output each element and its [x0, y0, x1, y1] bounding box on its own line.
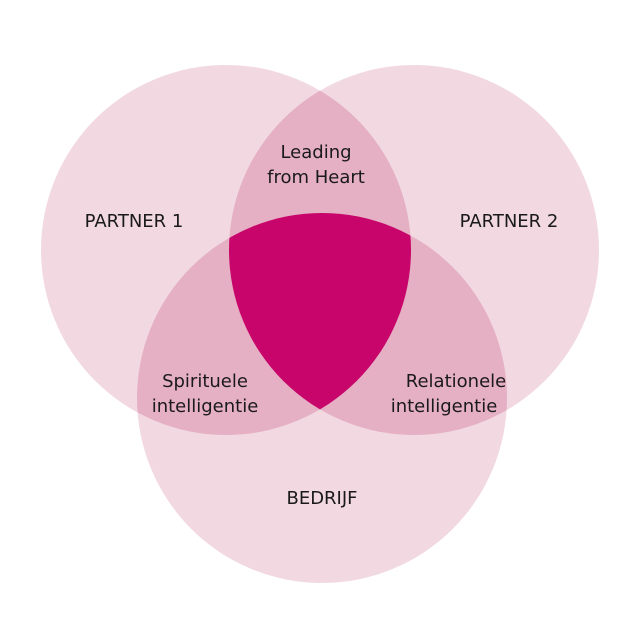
- label-leading-from-heart-line-2: from Heart: [267, 167, 365, 188]
- label-leading-from-heart-line-1: Leading: [280, 142, 351, 163]
- label-partner-2: PARTNER 2: [460, 211, 559, 232]
- label-relationele-line-2: intelligentie: [391, 396, 498, 417]
- label-partner-1: PARTNER 1: [85, 211, 184, 232]
- label-spirituele-line-2: intelligentie: [152, 396, 259, 417]
- label-spirituele-line-1: Spirituele: [162, 371, 248, 392]
- label-relationele-line-1: Relationele: [406, 371, 506, 392]
- label-bedrijf: BEDRIJF: [286, 488, 357, 509]
